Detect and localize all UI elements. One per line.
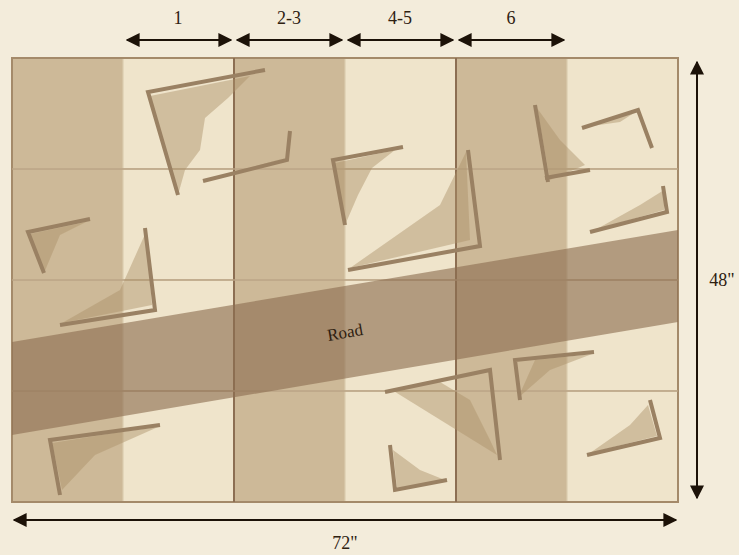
- ruin-wall: [28, 219, 90, 273]
- zone-number: 1: [174, 9, 183, 27]
- table-tile: [345, 58, 456, 169]
- ruin-wall: [148, 70, 265, 195]
- ruin-rubble: [595, 190, 664, 230]
- ruin-rubble: [62, 232, 152, 323]
- ruin-wall: [60, 228, 155, 325]
- road-surface: [12, 230, 678, 435]
- zone-number: 6: [507, 9, 516, 27]
- ruin-wall: [333, 147, 403, 225]
- road-band: Road: [12, 58, 678, 502]
- table-border: [12, 58, 678, 502]
- road-shape: [12, 58, 678, 502]
- table-tile: [12, 58, 123, 169]
- ruin-wall: [203, 131, 290, 181]
- table-tile: [567, 391, 678, 502]
- ruin-rubble: [518, 354, 592, 398]
- ruin-wall: [515, 352, 594, 400]
- table-tile: [12, 169, 123, 280]
- ruin-wall: [390, 445, 447, 490]
- ruin-wall: [385, 370, 500, 460]
- ruin-wall: [582, 110, 652, 148]
- ruin-wall: [50, 425, 160, 495]
- ruin-wall: [587, 400, 660, 455]
- ruin-wall: [535, 105, 548, 182]
- table-tile: [234, 391, 345, 502]
- ruin-wall: [348, 150, 480, 270]
- ruin-rubble: [392, 382, 497, 455]
- ruin-wall: [590, 186, 667, 232]
- ruin-wall: [545, 170, 590, 178]
- ruin-rubble: [150, 76, 250, 195]
- table-tile: [567, 58, 678, 169]
- zone-number: 4-5: [388, 9, 412, 27]
- table-tile: [234, 169, 345, 280]
- zone-number: 2-3: [277, 9, 301, 27]
- dimension-label: 48": [709, 271, 734, 289]
- dimension-label: 72": [332, 534, 357, 552]
